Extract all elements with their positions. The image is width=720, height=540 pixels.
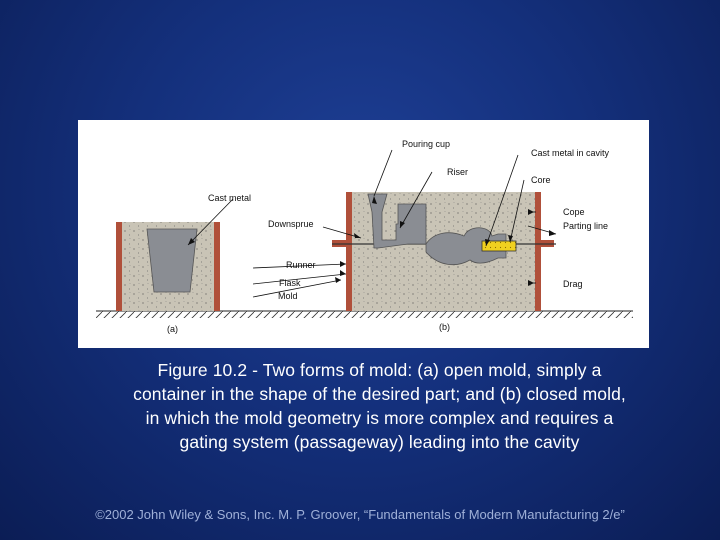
figure-caption: Figure 10.2 ‑ Two forms of mold: (a) ope… — [92, 358, 667, 454]
label-downsprue: Downsprue — [268, 219, 314, 229]
label-sub-a: (a) — [167, 324, 178, 334]
label-cast-metal-a: Cast metal — [208, 193, 251, 203]
caption-line: gating system (passageway) leading into … — [179, 432, 580, 452]
caption-line: container in the shape of the desired pa… — [133, 384, 626, 404]
label-sub-b: (b) — [439, 322, 450, 332]
cast-metal-a — [146, 228, 198, 293]
open-mold — [116, 222, 220, 311]
figure-panel: Cast metal Downsprue Runner Flask Mold (… — [78, 120, 649, 348]
label-mold: Mold — [278, 291, 298, 301]
label-cast-metal-in-cavity: Cast metal in cavity — [531, 148, 610, 158]
ground — [96, 310, 633, 318]
label-drag: Drag — [563, 279, 583, 289]
caption-line: Figure 10.2 ‑ Two forms of mold: (a) ope… — [157, 360, 602, 380]
label-flask: Flask — [279, 278, 301, 288]
label-runner: Runner — [286, 260, 316, 270]
core — [481, 240, 517, 252]
label-core: Core — [531, 175, 551, 185]
caption-line: in which the mold geometry is more compl… — [145, 408, 614, 428]
closed-mold — [332, 192, 556, 311]
label-pouring-cup: Pouring cup — [402, 139, 450, 149]
label-parting-line: Parting line — [563, 221, 608, 231]
label-riser: Riser — [447, 167, 468, 177]
label-cope: Cope — [563, 207, 585, 217]
copyright-footer: ©2002 John Wiley & Sons, Inc. M. P. Groo… — [95, 507, 625, 522]
mold-diagram: Cast metal Downsprue Runner Flask Mold (… — [96, 139, 633, 334]
arrowheads — [188, 196, 556, 286]
